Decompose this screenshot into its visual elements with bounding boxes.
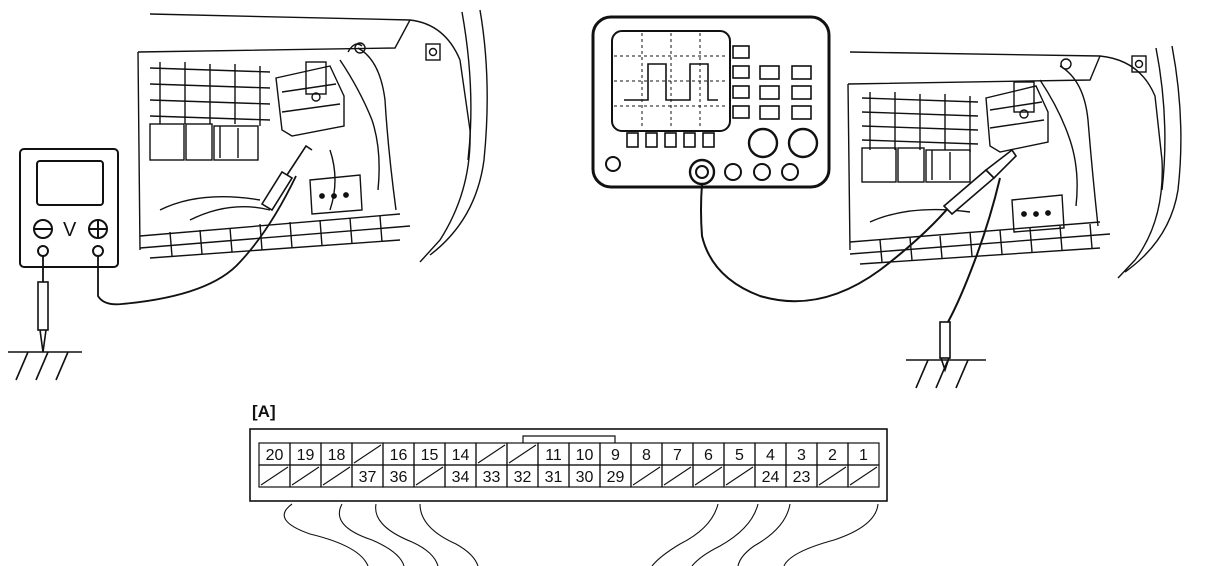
pin-number: 11 bbox=[545, 447, 562, 464]
right-vehicle-interior bbox=[847, 45, 1182, 279]
ground-probe bbox=[37, 281, 49, 353]
unused-pin-slash bbox=[415, 466, 444, 486]
voltmeter-label: V bbox=[63, 219, 77, 241]
ground-symbol-left bbox=[8, 351, 82, 381]
connector-label: [A] bbox=[252, 402, 276, 421]
pin-number: 32 bbox=[514, 469, 532, 486]
pin-number: 14 bbox=[452, 447, 470, 464]
positive-terminal-icon bbox=[88, 219, 108, 239]
pin-number: 16 bbox=[390, 447, 408, 464]
pin-number: 4 bbox=[766, 447, 775, 464]
pin-number: 8 bbox=[642, 447, 651, 464]
unused-pin-slash bbox=[353, 444, 382, 464]
voltmeter-probe bbox=[260, 144, 313, 212]
unused-pin-slash bbox=[694, 466, 723, 486]
voltmeter bbox=[19, 148, 119, 268]
pin-number: 34 bbox=[452, 469, 470, 486]
unused-pin-slash bbox=[849, 466, 878, 486]
pin-number: 33 bbox=[483, 469, 501, 486]
unused-pin-slash bbox=[632, 466, 661, 486]
square-wave-trace bbox=[624, 63, 718, 101]
left-vehicle-interior bbox=[137, 9, 488, 263]
pin-number: 30 bbox=[576, 469, 594, 486]
pin-number: 31 bbox=[545, 469, 563, 486]
voltmeter-display bbox=[36, 160, 104, 206]
pin-number: 29 bbox=[607, 469, 625, 486]
pin-number: 6 bbox=[704, 447, 713, 464]
pin-number: 3 bbox=[797, 447, 806, 464]
oscilloscope bbox=[591, 15, 831, 189]
pin-number: 5 bbox=[735, 447, 744, 464]
pin-number: 24 bbox=[762, 469, 780, 486]
connector-outline bbox=[249, 428, 888, 502]
unused-pin-slash bbox=[322, 466, 351, 486]
pin-number: 2 bbox=[828, 447, 837, 464]
unused-pin-slash bbox=[725, 466, 754, 486]
unused-pin-slash bbox=[508, 444, 537, 464]
oscilloscope-leads bbox=[700, 183, 961, 303]
pin-number: 7 bbox=[673, 447, 682, 464]
oscilloscope-screen bbox=[611, 30, 731, 132]
unused-pin-slash bbox=[818, 466, 847, 486]
pin-number: 1 bbox=[859, 447, 868, 464]
pin-number: 36 bbox=[390, 469, 408, 486]
unused-pin-slash bbox=[477, 444, 506, 464]
oscilloscope-body bbox=[591, 15, 831, 189]
pin-number: 15 bbox=[421, 447, 439, 464]
pin-number: 10 bbox=[576, 447, 594, 464]
voltmeter-body bbox=[19, 148, 119, 268]
unused-pin-slash bbox=[663, 466, 692, 486]
ground-symbol-right bbox=[906, 359, 986, 389]
voltmeter-leads bbox=[42, 175, 297, 306]
pin-number: 9 bbox=[611, 447, 620, 464]
pin-number: 19 bbox=[297, 447, 315, 464]
oscilloscope-probe bbox=[939, 148, 1018, 373]
pin-number: 18 bbox=[328, 447, 346, 464]
knob-right bbox=[787, 127, 819, 159]
probe-input-jack bbox=[688, 158, 716, 186]
pin-number: 23 bbox=[793, 469, 811, 486]
connector-wires bbox=[283, 503, 879, 566]
unused-pin-slash bbox=[260, 466, 289, 486]
pin-cell bbox=[847, 464, 880, 488]
negative-jack bbox=[37, 245, 49, 257]
pin-number: 37 bbox=[359, 469, 377, 486]
positive-jack bbox=[92, 245, 104, 257]
pin-number: 20 bbox=[266, 447, 284, 464]
negative-terminal-icon bbox=[33, 219, 53, 239]
knob-left bbox=[747, 127, 779, 159]
unused-pin-slash bbox=[291, 466, 320, 486]
